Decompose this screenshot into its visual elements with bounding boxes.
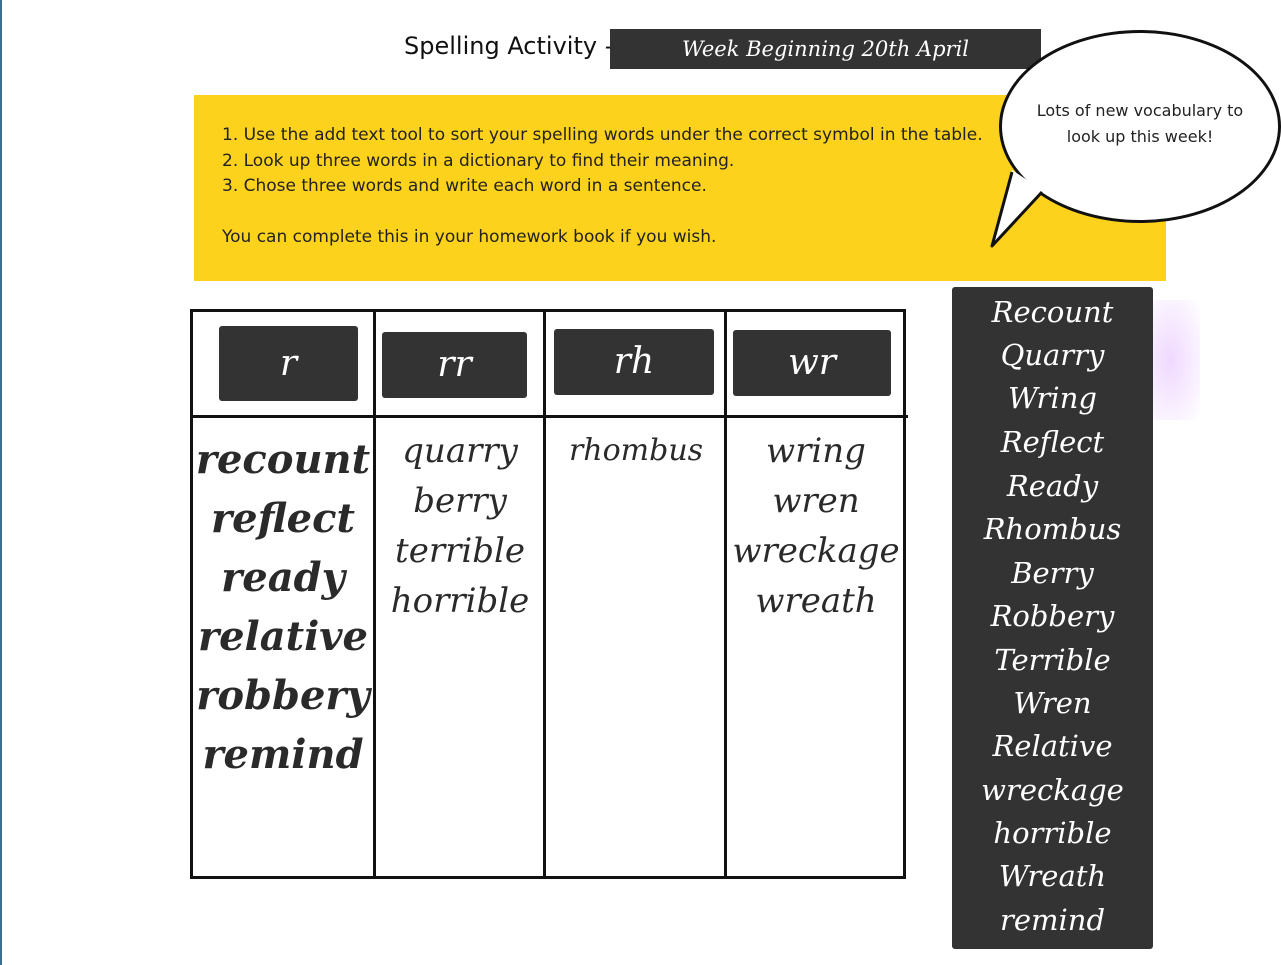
bank-word[interactable]: Wreath <box>998 859 1107 893</box>
bank-word[interactable]: Wren <box>1013 686 1092 720</box>
page-left-edge <box>0 0 2 965</box>
bank-word[interactable]: Recount <box>991 295 1114 329</box>
bank-word[interactable]: wreckage <box>981 773 1124 807</box>
word-remind: remind <box>202 731 364 778</box>
activity-title: Spelling Activity - <box>404 32 614 60</box>
sorting-table <box>190 309 908 879</box>
table-col-line-4 <box>903 309 906 879</box>
bank-word[interactable]: remind <box>999 903 1106 937</box>
word-berry: berry <box>413 481 507 521</box>
column-header-rr: rr <box>382 332 527 398</box>
bubble-line-2: look up this week! <box>1066 127 1214 146</box>
column-header-wr: wr <box>733 330 891 396</box>
bank-word[interactable]: Berry <box>1011 556 1094 590</box>
word-relative: relative <box>198 613 368 660</box>
word-rhombus: rhombus <box>568 433 704 468</box>
table-bottom-border <box>190 876 906 879</box>
word-ready: ready <box>221 554 345 601</box>
word-wring: wring <box>766 431 866 471</box>
column-header-r: r <box>219 326 358 401</box>
speech-bubble-tail <box>990 170 1044 248</box>
table-col-line-2 <box>543 309 546 879</box>
column-words-wr: wring wren wreckage wreath <box>727 426 905 626</box>
bank-word[interactable]: Terrible <box>994 643 1111 677</box>
table-col-line-1 <box>373 309 376 879</box>
instruction-line-2: 2. Look up three words in a dictionary t… <box>222 151 735 171</box>
bank-word[interactable]: Quarry <box>1000 338 1105 372</box>
bank-word[interactable]: Rhombus <box>983 512 1122 546</box>
column-words-rr: quarry berry terrible horrible <box>376 426 544 626</box>
word-terrible: terrible <box>395 531 525 571</box>
word-horrible: horrible <box>390 581 530 621</box>
table-top-border <box>190 309 906 312</box>
bank-word[interactable]: Robbery <box>990 599 1115 633</box>
speech-bubble <box>999 30 1281 223</box>
bank-word[interactable]: Reflect <box>1000 425 1105 459</box>
bank-word[interactable]: horrible <box>993 816 1112 850</box>
instruction-note: You can complete this in your homework b… <box>222 227 717 247</box>
speech-bubble-text: Lots of new vocabulary to look up this w… <box>1020 98 1260 150</box>
word-robbery: robbery <box>196 672 370 719</box>
column-header-rh: rh <box>554 329 714 395</box>
week-banner: Week Beginning 20th April <box>610 29 1041 69</box>
word-wren: wren <box>772 481 860 521</box>
table-col-line-0 <box>190 309 193 879</box>
instruction-line-1: 1. Use the add text tool to sort your sp… <box>222 125 983 145</box>
word-wreckage: wreckage <box>732 531 900 571</box>
word-quarry: quarry <box>402 431 518 471</box>
word-reflect: reflect <box>211 495 355 542</box>
word-bank: Recount Quarry Wring Reflect Ready Rhomb… <box>952 287 1153 949</box>
instruction-line-3: 3. Chose three words and write each word… <box>222 176 707 196</box>
column-words-r: recount reflect ready relative robbery r… <box>193 430 373 784</box>
table-header-divider <box>190 415 908 418</box>
word-recount: recount <box>195 436 371 483</box>
bank-word[interactable]: Wring <box>1008 381 1097 415</box>
table-col-line-3 <box>724 309 727 879</box>
bubble-line-1: Lots of new vocabulary to <box>1036 101 1244 120</box>
bank-word[interactable]: Ready <box>1006 469 1099 503</box>
word-wreath: wreath <box>755 581 877 621</box>
bank-word[interactable]: Relative <box>992 729 1113 763</box>
column-words-rh: rhombus <box>546 426 726 476</box>
